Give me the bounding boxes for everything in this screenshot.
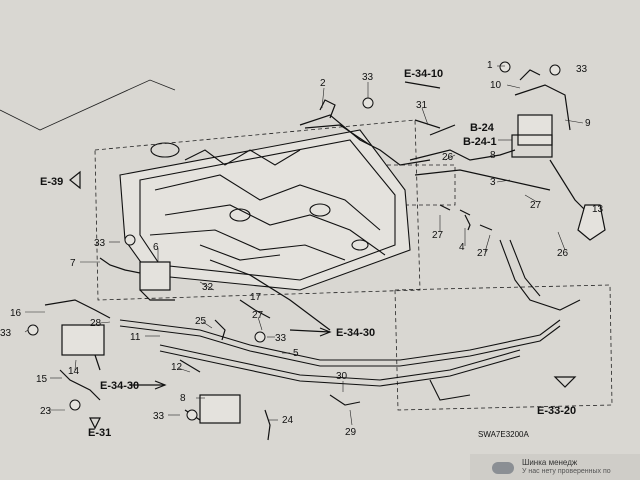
ref-e-39: E-39 (40, 176, 63, 188)
callout-12: 12 (171, 362, 183, 373)
callout-31: 31 (416, 100, 428, 111)
ref-e-34-10: E-34-10 (404, 68, 443, 80)
ref-e-34-30: E-34-30 (336, 327, 375, 339)
callout-33: 33 (153, 411, 165, 422)
callout-27: 27 (432, 230, 444, 241)
ref-e-34-30: E-34-30 (100, 380, 139, 392)
diagram-code: SWA7E3200A (478, 430, 530, 439)
dashed-boundaries (94, 119, 613, 411)
callout-8: 8 (180, 393, 186, 404)
upper-right-assembly (299, 69, 606, 241)
callout-26: 26 (442, 152, 454, 163)
footer-strip: Шинка менедж У нас нету проверенных по (470, 454, 640, 480)
footer-subtitle: У нас нету проверенных по (522, 468, 611, 475)
ref-e-33-20: E-33-20 (537, 405, 576, 417)
ref-b-24-1: B-24-1 (463, 136, 497, 148)
callout-7: 7 (70, 258, 76, 269)
callout-6: 6 (153, 242, 159, 253)
left-components (44, 257, 331, 441)
lower-pipe-bundle (119, 239, 581, 406)
callout-1: 1 (487, 60, 493, 71)
callout-10: 10 (490, 80, 502, 91)
callout-30: 30 (336, 371, 348, 382)
ref-b-24: B-24 (470, 122, 495, 134)
callout-8: 8 (490, 150, 496, 161)
callout-15: 15 (36, 374, 48, 385)
callout-33: 33 (362, 72, 374, 83)
callout-leaders (24, 65, 584, 426)
callout-4: 4 (459, 242, 465, 253)
callout-16: 16 (10, 308, 22, 319)
callout-29: 29 (345, 427, 357, 438)
toggle-icon (492, 462, 514, 474)
callout-33: 33 (576, 64, 588, 75)
callout-28: 28 (90, 318, 102, 329)
callout-17: 17 (250, 292, 262, 303)
cylinder-head-cover (119, 129, 411, 291)
callout-33: 33 (0, 328, 12, 339)
callout-13: 13 (592, 204, 604, 215)
footer-title: Шинка менедж (522, 458, 578, 467)
leader-line (0, 79, 176, 131)
callout-27: 27 (530, 200, 542, 211)
ref-e-31: E-31 (88, 427, 111, 439)
callout-33: 33 (275, 333, 287, 344)
callout-3: 3 (490, 177, 496, 188)
callout-27: 27 (252, 310, 264, 321)
callout-24: 24 (282, 415, 294, 426)
callout-27: 27 (477, 248, 489, 259)
callout-23: 23 (40, 406, 52, 417)
callout-33: 33 (94, 238, 106, 249)
callout-32: 32 (202, 282, 214, 293)
callout-5: 5 (293, 348, 299, 359)
callout-14: 14 (68, 366, 80, 377)
callout-9: 9 (585, 118, 591, 129)
reference-arrows (69, 81, 577, 430)
callout-25: 25 (195, 316, 207, 327)
callout-11: 11 (130, 332, 141, 343)
callout-26: 26 (557, 248, 569, 259)
callout-2: 2 (320, 78, 326, 89)
